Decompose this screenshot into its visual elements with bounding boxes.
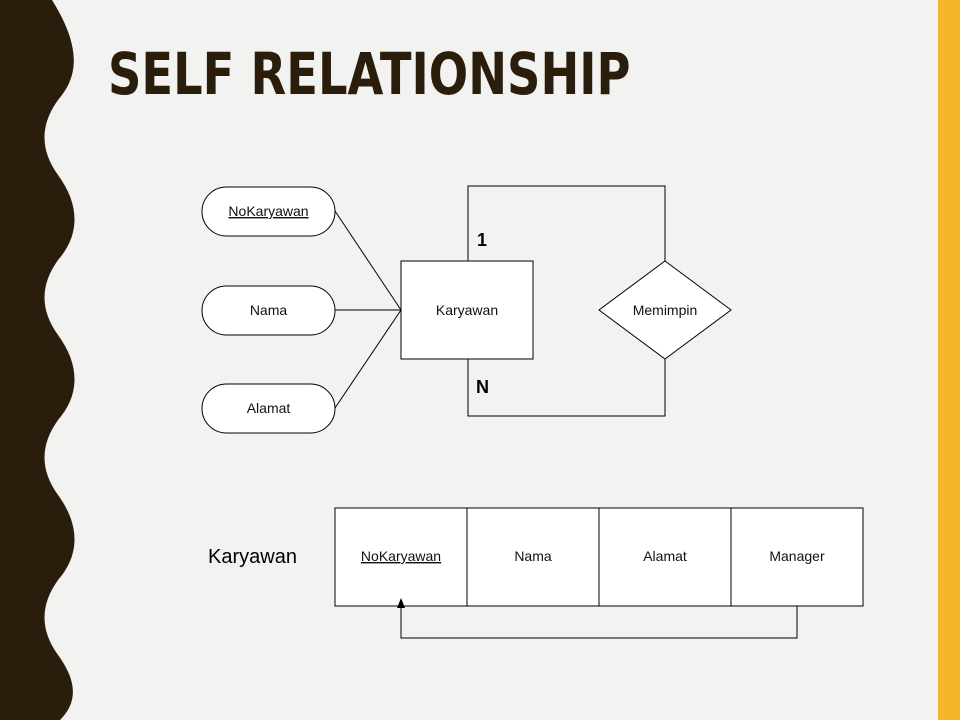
column-label: Nama	[514, 548, 552, 564]
attribute-label: NoKaryawan	[228, 203, 308, 219]
right-accent-bar	[938, 0, 960, 720]
cardinality-one: 1	[477, 230, 487, 250]
left-wave-border	[0, 0, 75, 720]
attribute-alamat: Alamat	[201, 383, 336, 434]
table-name: Karyawan	[208, 546, 297, 568]
attribute-nama: Nama	[201, 285, 336, 336]
foreign-key-arrow	[397, 598, 798, 639]
table-cell-nama	[466, 507, 600, 607]
table-cell-alamat	[598, 507, 732, 607]
attribute-label: Nama	[250, 302, 288, 318]
relationship-label: Memimpin	[633, 302, 698, 318]
column-label: Manager	[769, 548, 825, 564]
attribute-label: Alamat	[247, 400, 291, 416]
table-cell-nokaryawan	[334, 507, 468, 607]
attribute-nokaryawan: NoKaryawan	[201, 186, 336, 237]
connector-nokaryawan	[334, 210, 402, 311]
relationship-line-bottom	[467, 359, 666, 417]
connector-alamat	[334, 309, 402, 409]
column-label: Alamat	[643, 548, 687, 564]
slide-title: SELF RELATIONSHIP	[108, 40, 631, 108]
cardinality-many: N	[476, 377, 489, 397]
relationship-line-top	[467, 185, 666, 261]
entity-karyawan: Karyawan	[400, 260, 534, 360]
entity-label: Karyawan	[436, 302, 498, 318]
table-karyawan: NoKaryawan Nama Alamat Manager	[334, 507, 864, 607]
column-label: NoKaryawan	[361, 548, 441, 564]
relationship-memimpin: Memimpin	[598, 260, 732, 360]
table-cell-manager	[730, 507, 864, 607]
